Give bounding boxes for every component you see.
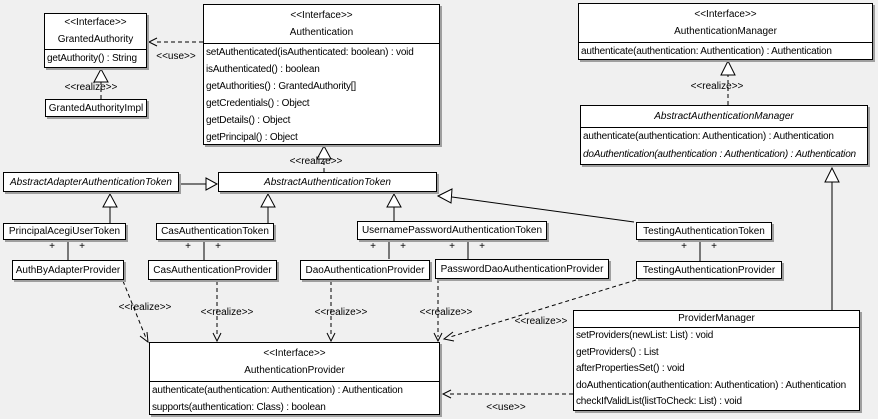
generalization-providermanager: [824, 166, 840, 310]
class-abstractauthenticationtoken[interactable]: AbstractAuthenticationToken: [218, 172, 437, 192]
use-edge-authentication-grantedauthority: [147, 37, 203, 47]
realize-stereotype-label: <<realize>>: [118, 302, 172, 313]
method-abstract: doAuthentication(authentication : Authen…: [583, 149, 856, 160]
class-grantedauthority[interactable]: <<Interface>> GrantedAuthority getAuthor…: [44, 13, 147, 68]
class-passworddaoauthenticationprovider[interactable]: PasswordDaoAuthenticationProvider: [435, 259, 609, 279]
association-plus-label: +: [49, 241, 55, 252]
association-plus-label: +: [79, 241, 85, 252]
class-name: AbstractAuthenticationManager: [581, 106, 867, 128]
stereotype-label: <<Interface>>: [263, 348, 326, 359]
class-title: <<Interface>> GrantedAuthority: [45, 14, 146, 50]
class-principalacegiusertoken[interactable]: PrincipalAcegiUserToken: [3, 223, 126, 240]
stereotype-label: <<Interface>>: [290, 10, 353, 21]
class-daoauthenticationprovider[interactable]: DaoAuthenticationProvider: [300, 260, 430, 280]
method: getAuthority() : String: [47, 53, 137, 64]
methods-compartment: setProviders(newList: List) : void getPr…: [574, 328, 859, 411]
use-edge-providermanager-authenticationprovider: [441, 389, 573, 399]
association-plus-label: +: [449, 241, 455, 252]
realize-stereotype-label: <<realize>>: [690, 81, 744, 92]
realize-stereotype-label: <<realize>>: [64, 82, 118, 93]
class-name: AbstractAdapterAuthenticationToken: [10, 176, 172, 188]
methods-compartment: getAuthority() : String: [45, 50, 146, 67]
class-authentication[interactable]: <<Interface>> Authentication setAuthenti…: [203, 4, 440, 145]
stereotype-label: <<Interface>>: [64, 17, 127, 28]
method: authenticate(authentication: Authenticat…: [152, 385, 403, 396]
association-plus-label: +: [479, 241, 485, 252]
realize-stereotype-label: <<realize>>: [289, 156, 343, 167]
class-name: AbstractAuthenticationToken: [264, 176, 391, 188]
realize-stereotype-label: <<realize>>: [514, 316, 568, 327]
generalization-usernamepasswordtoken: [386, 192, 402, 221]
association-plus-label: +: [215, 241, 221, 252]
method: getAuthorities() : GrantedAuthority[]: [206, 81, 356, 92]
class-abstractadapterauthenticationtoken[interactable]: AbstractAdapterAuthenticationToken: [3, 172, 179, 192]
class-name: TestingAuthenticationToken: [643, 225, 765, 237]
method: authenticate(authentication: Authenticat…: [583, 131, 834, 142]
class-name: TestingAuthenticationProvider: [642, 264, 776, 276]
class-name: GrantedAuthorityImpl: [48, 102, 144, 114]
method: getPrincipal() : Object: [206, 132, 298, 143]
realize-stereotype-label: <<realize>>: [419, 307, 473, 318]
association-plus-label: +: [400, 241, 406, 252]
methods-compartment: authenticate(authentication: Authenticat…: [579, 43, 872, 61]
association-plus-label: +: [681, 241, 687, 252]
method: checkIfValidList(listToCheck: List) : vo…: [576, 396, 742, 407]
generalization-abstractadapter-abstracttoken: [179, 177, 219, 191]
methods-compartment: authenticate(authentication: Authenticat…: [581, 128, 867, 164]
method: supports(authentication: Class) : boolea…: [152, 402, 326, 413]
class-testingauthenticationtoken[interactable]: TestingAuthenticationToken: [636, 222, 772, 240]
class-name: PrincipalAcegiUserToken: [8, 226, 121, 237]
realize-stereotype-label: <<realize>>: [314, 307, 368, 318]
generalization-principalacegiusertoken: [102, 192, 118, 223]
class-name: AuthenticationManager: [674, 26, 777, 37]
class-title: <<Interface>> Authentication: [204, 5, 439, 44]
class-name: GrantedAuthority: [57, 34, 134, 45]
class-grantedauthorityimpl[interactable]: GrantedAuthorityImpl: [45, 99, 147, 117]
class-authbyadapterprovider[interactable]: AuthByAdapterProvider: [12, 260, 124, 280]
class-name: PasswordDaoAuthenticationProvider: [440, 263, 604, 275]
class-name: AuthByAdapterProvider: [15, 264, 121, 276]
class-usernamepasswordauthenticationtoken[interactable]: UsernamePasswordAuthenticationToken: [357, 221, 547, 240]
class-title: <<Interface>> AuthenticationManager: [579, 4, 872, 43]
method: afterPropertiesSet() : void: [576, 363, 685, 374]
association-plus-label: +: [711, 241, 717, 252]
method: setAuthenticated(isAuthenticated: boolea…: [206, 47, 414, 58]
class-providermanager[interactable]: ProviderManager setProviders(newList: Li…: [573, 310, 860, 411]
class-name: CasAuthenticationProvider: [153, 264, 272, 276]
method: isAuthenticated() : boolean: [206, 64, 320, 75]
stereotype-label: <<Interface>>: [694, 9, 757, 20]
class-authenticationprovider[interactable]: <<Interface>> AuthenticationProvider aut…: [149, 342, 440, 415]
method: getDetails() : Object: [206, 115, 291, 126]
class-casauthenticationtoken[interactable]: CasAuthenticationToken: [156, 223, 274, 240]
class-abstractauthenticationmanager[interactable]: AbstractAuthenticationManager authentica…: [580, 105, 868, 165]
method: setProviders(newList: List) : void: [576, 330, 714, 341]
method: doAuthentication(authentication: Authent…: [576, 379, 846, 391]
generalization-testingauthenticationtoken: [436, 188, 635, 223]
class-name: ProviderManager: [574, 311, 859, 328]
class-name: Authentication: [289, 27, 354, 38]
class-name: CasAuthenticationToken: [161, 226, 269, 237]
class-authenticationmanager[interactable]: <<Interface>> AuthenticationManager auth…: [578, 3, 873, 60]
class-casauthenticationprovider[interactable]: CasAuthenticationProvider: [148, 260, 277, 280]
class-name: DaoAuthenticationProvider: [305, 264, 425, 276]
method: getCredentials() : Object: [206, 98, 310, 109]
association-plus-label: +: [185, 241, 191, 252]
class-title: <<Interface>> AuthenticationProvider: [150, 343, 439, 382]
class-name: AuthenticationProvider: [244, 365, 345, 376]
methods-compartment: authenticate(authentication: Authenticat…: [150, 382, 439, 416]
class-testingauthenticationprovider[interactable]: TestingAuthenticationProvider: [636, 261, 782, 279]
use-stereotype-label: <<use>>: [156, 51, 196, 62]
generalization-casauthenticationtoken: [260, 192, 276, 223]
realize-stereotype-label: <<realize>>: [200, 307, 254, 318]
use-stereotype-label: <<use>>: [486, 402, 526, 413]
methods-compartment: setAuthenticated(isAuthenticated: boolea…: [204, 44, 439, 146]
method: getProviders() : List: [576, 346, 659, 358]
method: authenticate(authentication: Authenticat…: [581, 46, 832, 57]
class-name: UsernamePasswordAuthenticationToken: [361, 225, 543, 236]
association-plus-label: +: [370, 241, 376, 252]
